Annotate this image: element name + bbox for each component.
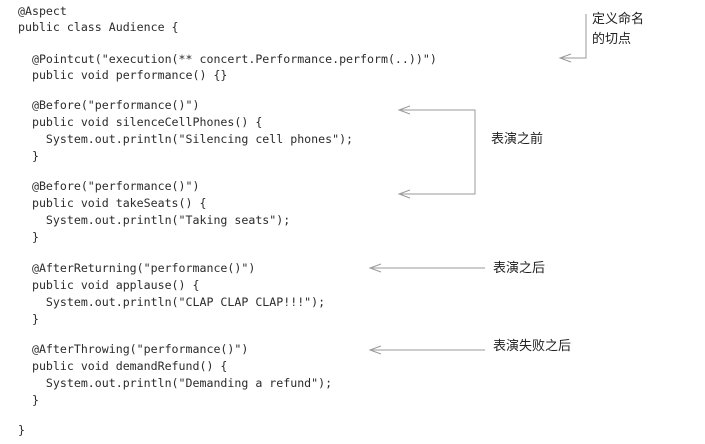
code-line-applause-println: System.out.println("CLAP CLAP CLAP!!!"); bbox=[18, 295, 326, 309]
code-line-afterthrowing-annotation: @AfterThrowing("performance()") bbox=[18, 342, 249, 356]
code-line-performance-method: public void performance() {} bbox=[18, 68, 228, 82]
code-line-before-annotation-1: @Before("performance()") bbox=[18, 98, 200, 112]
code-line-before-annotation-2: @Before("performance()") bbox=[18, 179, 200, 193]
pointcut-arrowhead bbox=[558, 53, 572, 63]
code-line-silence-close: } bbox=[18, 149, 39, 163]
afterthrowing-arrowhead bbox=[368, 345, 382, 355]
code-line-takeseats-method: public void takeSeats() { bbox=[18, 196, 207, 210]
code-line-aspect-annotation: @Aspect bbox=[18, 4, 67, 18]
code-line-silence-println: System.out.println("Silencing cell phone… bbox=[18, 132, 354, 146]
before-callout-bracket bbox=[401, 109, 476, 195]
code-line-refund-println: System.out.println("Demanding a refund")… bbox=[18, 376, 333, 390]
code-line-applause-method: public void applause() { bbox=[18, 278, 200, 292]
code-line-refund-close: } bbox=[18, 393, 39, 407]
code-line-takeseats-close: } bbox=[18, 230, 39, 244]
code-line-silence-method: public void silenceCellPhones() { bbox=[18, 115, 263, 129]
code-line-class-close: } bbox=[18, 423, 25, 437]
code-line-pointcut-annotation: @Pointcut("execution(** concert.Performa… bbox=[18, 52, 437, 66]
afterthrowing-label: 表演失败之后 bbox=[493, 339, 572, 354]
before-arrowhead-1 bbox=[397, 105, 411, 115]
before-arrowhead-2 bbox=[397, 189, 411, 199]
before-label: 表演之前 bbox=[491, 132, 544, 147]
code-line-takeseats-println: System.out.println("Taking seats"); bbox=[18, 213, 291, 227]
code-line-afterreturning-annotation: @AfterReturning("performance()") bbox=[18, 261, 256, 275]
afterreturning-arrowhead bbox=[368, 263, 382, 273]
pointcut-label-line1: 定义命名 bbox=[592, 12, 645, 27]
pointcut-callout-line bbox=[562, 14, 587, 59]
code-line-class-declaration: public class Audience { bbox=[18, 20, 179, 34]
pointcut-label-line2: 的切点 bbox=[592, 32, 632, 47]
afterreturning-label: 表演之后 bbox=[493, 261, 546, 276]
code-line-refund-method: public void demandRefund() { bbox=[18, 359, 228, 373]
code-line-applause-close: } bbox=[18, 312, 39, 326]
